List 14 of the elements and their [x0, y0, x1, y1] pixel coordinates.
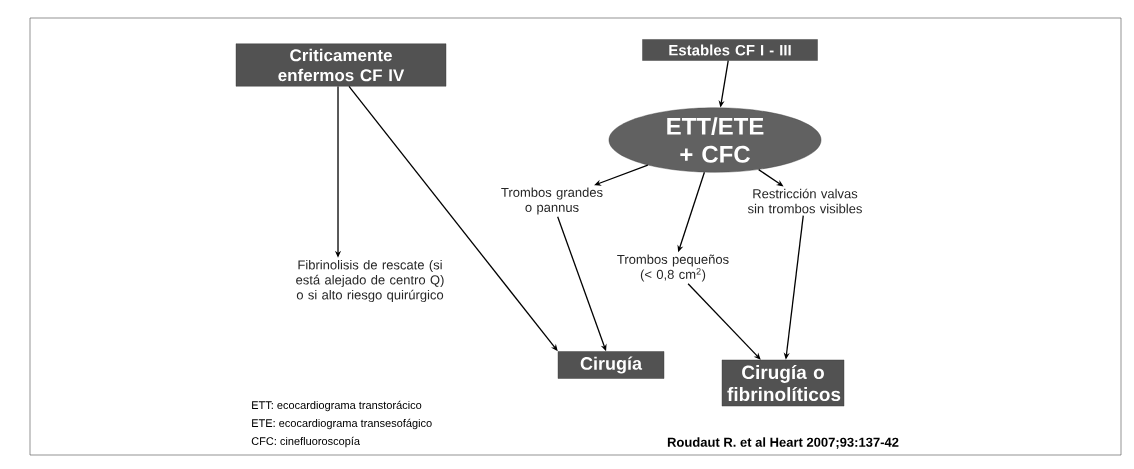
node-text: Trombos pequeños (< 0,8 cm$^{2}$) — [617, 254, 729, 282]
legend-text: ETT: ecocardiograma transtorácico — [252, 400, 422, 412]
citation-text: Roudaut R. et al Heart 2007;93:137-42 — [667, 437, 899, 449]
arrow — [594, 164, 649, 186]
node-text: Trombos grandes o pannus — [501, 187, 603, 215]
node-text: Fibrinolisis de rescate (si está alejado de centro Q) o si alto riesgo quirúrgico — [296, 259, 444, 303]
node-text: Restricción valvas sin trombos visibles — [747, 188, 862, 214]
legend-text: ETE: ecocardiograma transesofágico — [252, 418, 432, 430]
legend-text: CFC: cinefluoroscopía — [251, 436, 360, 448]
process-box: Estables CF I - III — [642, 39, 818, 61]
process-box: Cirugía o fibrinolíticos — [721, 359, 845, 407]
process-box: Criticamente enfermos CF IV — [235, 43, 447, 87]
arrow — [687, 283, 761, 360]
process-box: Cirugía — [557, 351, 665, 379]
